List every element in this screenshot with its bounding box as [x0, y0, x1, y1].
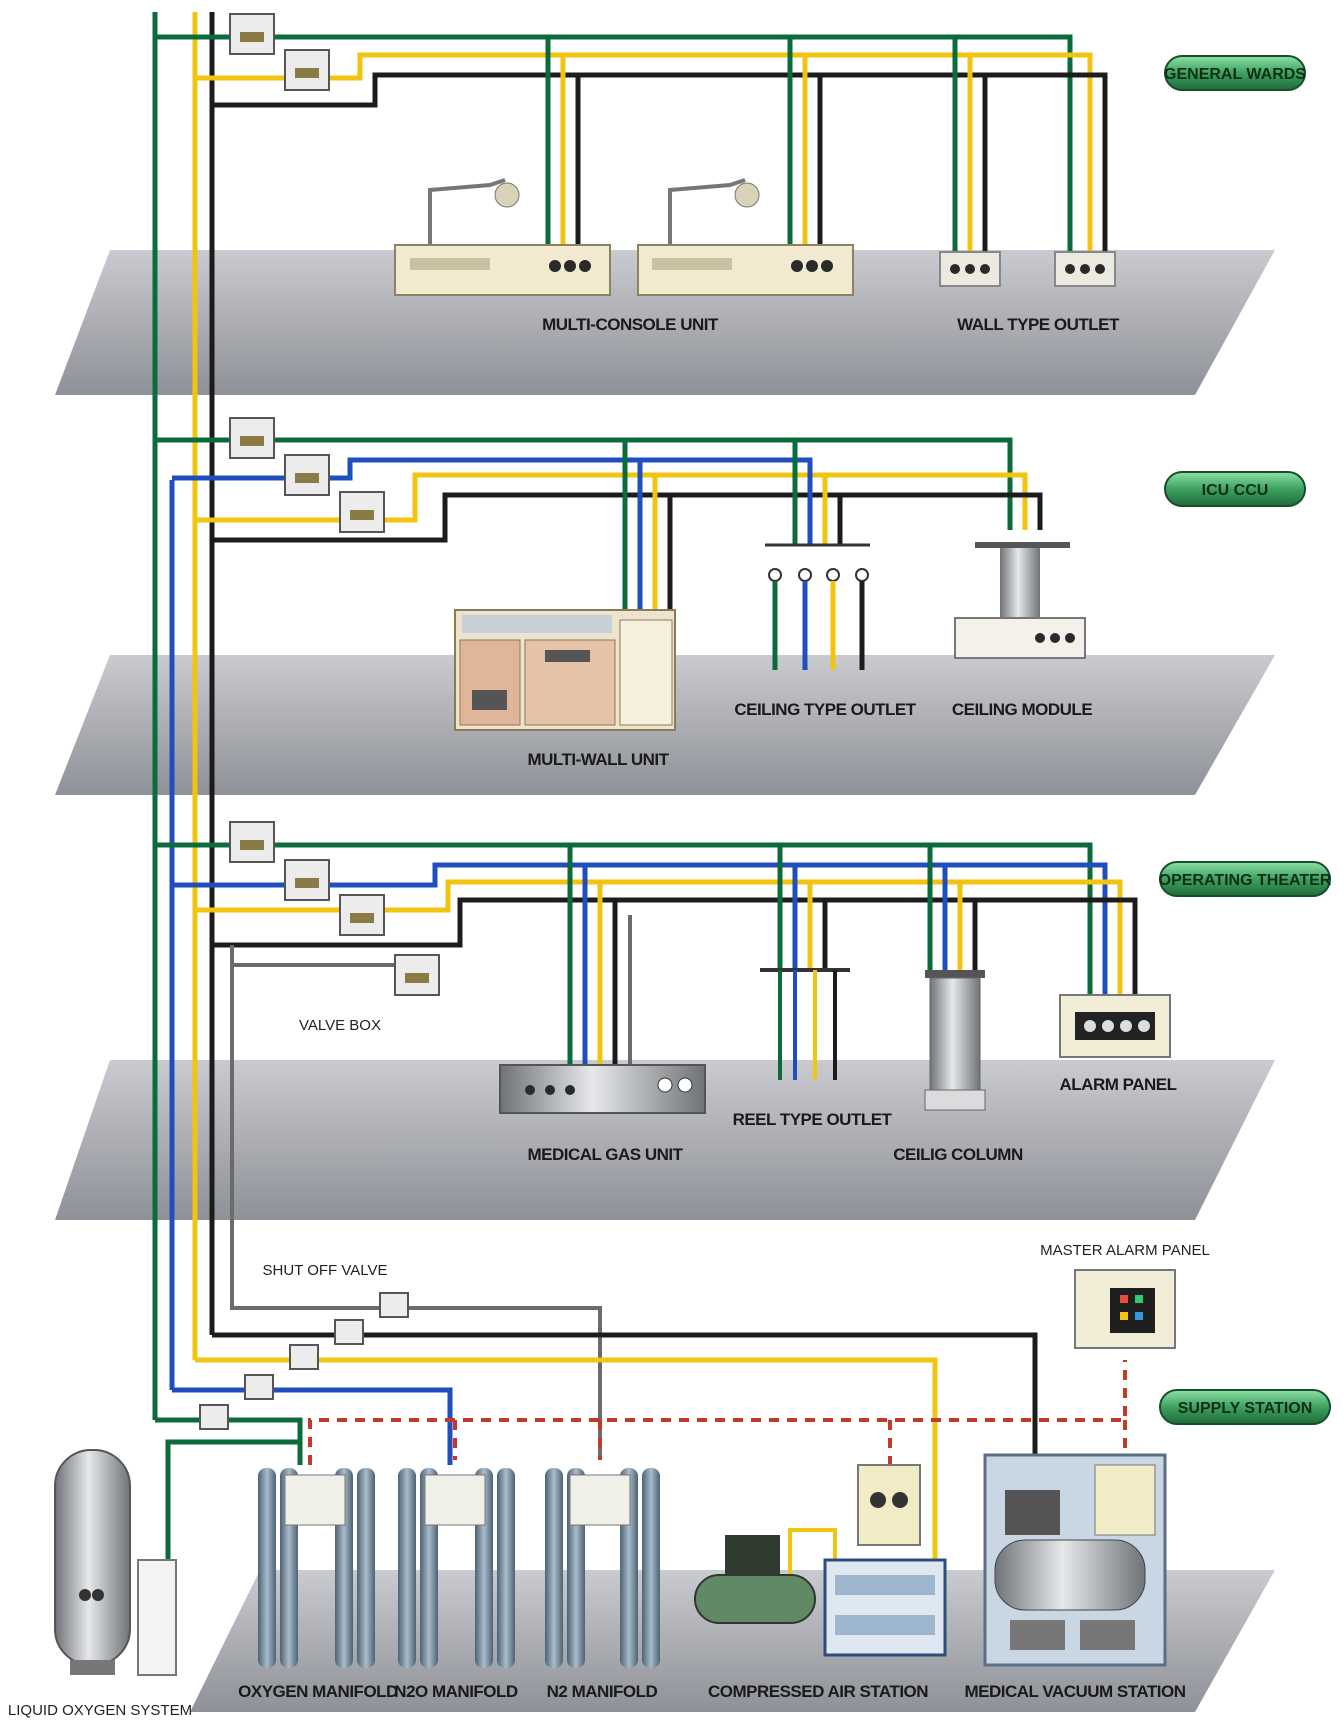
wall-type-outlet-2 [1055, 252, 1115, 286]
master-alarm-panel [1075, 1270, 1175, 1348]
badge-operating-theater: OPERATING THEATER [1159, 862, 1332, 896]
label-multi-wall-unit: MULTI-WALL UNIT [527, 750, 669, 769]
wall-type-outlet-1 [940, 252, 1000, 286]
badge-supply-station: SUPPLY STATION [1160, 1390, 1330, 1424]
label-n2-manifold: N2 MANIFOLD [547, 1682, 658, 1701]
label-compressed-air-station: COMPRESSED AIR STATION [708, 1682, 928, 1701]
badge-general-wards-label: GENERAL WARDS [1164, 66, 1306, 83]
label-ceiling-column: CEILIG COLUMN [893, 1145, 1023, 1164]
label-master-alarm-panel: MASTER ALARM PANEL [1040, 1242, 1210, 1259]
label-liquid-oxygen-system: LIQUID OXYGEN SYSTEM [8, 1702, 192, 1719]
shut-off-valve [380, 1293, 408, 1317]
liquid-oxygen-tank [55, 1450, 176, 1675]
badge-icu-ccu-label: ICU CCU [1202, 482, 1269, 499]
label-wall-type-outlet: WALL TYPE OUTLET [957, 315, 1120, 334]
label-medical-gas-unit: MEDICAL GAS UNIT [527, 1145, 683, 1164]
label-medical-vacuum-station: MEDICAL VACUUM STATION [964, 1682, 1185, 1701]
shut-off-valve [245, 1375, 273, 1399]
label-ceiling-module: CEILING MODULE [952, 700, 1092, 719]
medical-vacuum-station [985, 1455, 1165, 1665]
shut-off-valve [335, 1320, 363, 1344]
ceiling-column [925, 970, 985, 1110]
ceiling-module [955, 542, 1085, 658]
label-ceiling-type-outlet: CEILING TYPE OUTLET [734, 700, 916, 719]
shut-off-valve [200, 1405, 228, 1429]
badge-supply-station-label: SUPPLY STATION [1178, 1400, 1313, 1417]
label-multi-console-unit: MULTI-CONSOLE UNIT [542, 315, 719, 334]
badge-operating-theater-label: OPERATING THEATER [1159, 872, 1332, 889]
multi-wall-unit [455, 610, 675, 730]
label-shut-off-valve: SHUT OFF VALVE [262, 1262, 387, 1279]
label-valve-box: VALVE BOX [299, 1017, 381, 1034]
alarm-panel [1060, 995, 1170, 1057]
label-reel-type-outlet: REEL TYPE OUTLET [733, 1110, 893, 1129]
badge-general-wards: GENERAL WARDS [1164, 56, 1306, 90]
label-n2o-manifold: N2O MANIFOLD [394, 1682, 518, 1701]
badge-icu-ccu: ICU CCU [1165, 472, 1305, 506]
ceiling-type-outlet [765, 545, 870, 670]
shut-off-valve [290, 1345, 318, 1369]
medical-gas-unit [500, 1065, 705, 1113]
label-oxygen-manifold: OXYGEN MANIFOLD [238, 1682, 398, 1701]
label-alarm-panel: ALARM PANEL [1060, 1075, 1177, 1094]
